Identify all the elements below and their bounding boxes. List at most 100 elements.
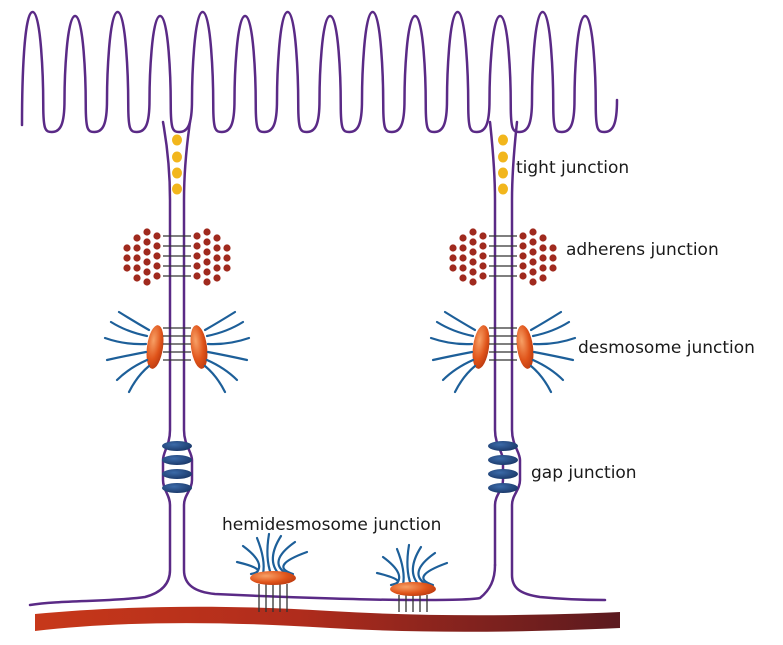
tight-junction-protein bbox=[172, 151, 182, 163]
adherens-dot bbox=[529, 248, 537, 256]
adherens-dot bbox=[193, 252, 201, 260]
adherens-dot bbox=[469, 278, 477, 286]
adherens-dot bbox=[223, 264, 231, 272]
tight-junction bbox=[498, 134, 508, 195]
adherens-dot bbox=[459, 264, 467, 272]
adherens-dot bbox=[143, 228, 151, 236]
adherens-dot bbox=[133, 274, 141, 282]
adherens-dot bbox=[469, 228, 477, 236]
adherens-dot bbox=[469, 268, 477, 276]
hemidesmosome-plaque bbox=[390, 582, 436, 596]
intermediate-filament bbox=[531, 320, 571, 338]
intermediate-filament bbox=[529, 364, 553, 394]
adherens-dot bbox=[459, 244, 467, 252]
adherens-dot bbox=[193, 232, 201, 240]
adherens-dot bbox=[153, 232, 161, 240]
adherens-dot bbox=[223, 254, 231, 262]
tight-junction-protein bbox=[172, 167, 182, 179]
tight-junction-label: tight junction bbox=[516, 158, 630, 178]
intermediate-filament bbox=[282, 550, 309, 576]
desmosome-plaque bbox=[472, 325, 490, 369]
adherens-dot bbox=[469, 258, 477, 266]
tight-junction bbox=[172, 134, 182, 195]
adherens-dot bbox=[519, 262, 527, 270]
desmosome-plaque bbox=[190, 325, 208, 369]
middle-cell-left-lateral-membrane bbox=[182, 120, 497, 602]
intermediate-filament bbox=[529, 310, 563, 332]
adherens-dot bbox=[203, 228, 211, 236]
adherens-dot bbox=[153, 242, 161, 250]
intermediate-filament bbox=[205, 320, 245, 338]
connexon bbox=[488, 455, 518, 465]
adherens-dot bbox=[133, 254, 141, 262]
adherens-dot bbox=[519, 232, 527, 240]
intermediate-filament bbox=[453, 364, 477, 394]
adherens-dot bbox=[459, 234, 467, 242]
adherens-junction bbox=[449, 228, 557, 286]
adherens-dot bbox=[133, 234, 141, 242]
desmosome-junction bbox=[429, 310, 577, 394]
left-cell-lateral-membrane bbox=[28, 120, 172, 607]
intermediate-filament bbox=[206, 336, 251, 346]
intermediate-filament bbox=[235, 560, 259, 576]
adherens-dot bbox=[153, 252, 161, 260]
intermediate-filament bbox=[406, 543, 413, 587]
intermediate-filament bbox=[203, 310, 237, 332]
adherens-dot bbox=[549, 264, 557, 272]
adherens-dot bbox=[549, 244, 557, 252]
intermediate-filament bbox=[375, 571, 399, 587]
right-cell-lateral-membrane bbox=[510, 120, 607, 602]
adherens-dot bbox=[193, 272, 201, 280]
adherens-dot bbox=[143, 258, 151, 266]
adherens-dot bbox=[459, 274, 467, 282]
adherens-dot bbox=[213, 254, 221, 262]
connexon bbox=[488, 441, 518, 451]
hemidesmosome-junction bbox=[375, 543, 449, 612]
hemidesmosome-junction-label: hemidesmosome junction bbox=[222, 515, 442, 535]
adherens-dot bbox=[529, 258, 537, 266]
adherens-dot bbox=[479, 242, 487, 250]
desmosome-junction-label: desmosome junction bbox=[578, 338, 755, 358]
basement-membrane bbox=[35, 606, 620, 632]
tight-junction-protein bbox=[172, 183, 182, 195]
connexon bbox=[162, 441, 192, 451]
intermediate-filament bbox=[422, 561, 449, 587]
adherens-dot bbox=[539, 244, 547, 252]
adherens-dot bbox=[449, 264, 457, 272]
adherens-dot bbox=[529, 278, 537, 286]
tight-junction-protein bbox=[498, 167, 508, 179]
adherens-junction-label: adherens junction bbox=[566, 240, 719, 260]
intermediate-filament bbox=[117, 310, 151, 332]
adherens-dot bbox=[479, 272, 487, 280]
apical-microvilli-membrane bbox=[20, 10, 619, 134]
adherens-dot bbox=[203, 258, 211, 266]
desmosome-junction bbox=[103, 310, 251, 394]
adherens-dot bbox=[213, 234, 221, 242]
adherens-dot bbox=[213, 274, 221, 282]
tight-junction-protein bbox=[498, 151, 508, 163]
adherens-dot bbox=[203, 248, 211, 256]
adherens-dot bbox=[123, 244, 131, 252]
intermediate-filament bbox=[255, 536, 265, 576]
adherens-dot bbox=[519, 252, 527, 260]
adherens-dot bbox=[529, 268, 537, 276]
intermediate-filament bbox=[532, 336, 577, 346]
intermediate-filament bbox=[203, 364, 227, 394]
gap-junction bbox=[162, 441, 192, 493]
adherens-dot bbox=[203, 238, 211, 246]
gap-junction bbox=[488, 441, 518, 493]
intermediate-filament bbox=[395, 547, 405, 587]
cell-membranes bbox=[20, 10, 619, 607]
adherens-dot bbox=[459, 254, 467, 262]
adherens-dot bbox=[193, 262, 201, 270]
connexon bbox=[162, 455, 192, 465]
adherens-dot bbox=[479, 252, 487, 260]
intermediate-filament bbox=[531, 358, 565, 382]
adherens-dot bbox=[133, 244, 141, 252]
adherens-dot bbox=[153, 272, 161, 280]
adherens-dot bbox=[133, 264, 141, 272]
adherens-dot bbox=[529, 228, 537, 236]
adherens-dot bbox=[143, 248, 151, 256]
gap-junction-label: gap junction bbox=[531, 463, 637, 483]
